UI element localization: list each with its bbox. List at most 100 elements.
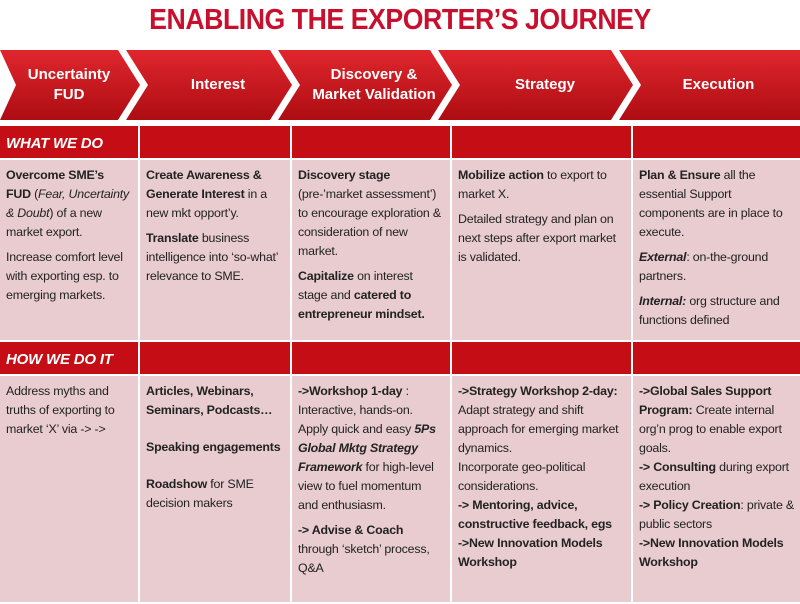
text-run: ->New Innovation Models Workshop	[639, 536, 784, 569]
text-run: (	[30, 187, 39, 201]
text-run: -> Advise & Coach	[298, 523, 404, 537]
chevron-shape-1	[126, 50, 292, 120]
text-run: : private & public sectors	[639, 498, 794, 531]
text-run: Incorporate geo-political considerations…	[458, 460, 586, 493]
table-cell: Discovery stage (pre-’market assessment’…	[292, 160, 452, 342]
cell-paragraph: Mobilize action to export to market X.	[458, 166, 625, 204]
text-run: Speaking engagements	[146, 440, 281, 454]
text-run: Articles, Webinars, Seminars, Podcasts…	[146, 384, 273, 417]
text-run: all the essential Support components are…	[639, 168, 783, 239]
table-cell: Create Awareness & Generate Interest in …	[140, 160, 292, 342]
text-run: Plan & Ensure	[639, 168, 721, 182]
text-run: ->Workshop 1-day	[298, 384, 403, 398]
cell-paragraph: Roadshow for SME decision makers	[146, 475, 284, 513]
text-run: Overcome SME’s FUD	[6, 168, 104, 201]
text-run: : Interactive, hands-on. Apply quick and…	[298, 384, 415, 436]
stage-label: Strategy	[514, 76, 576, 93]
text-run: during export execution	[639, 460, 789, 493]
text-run: for SME decision makers	[146, 477, 254, 510]
header-cell	[140, 342, 292, 376]
text-run: Adapt strategy and shift approach for em…	[458, 403, 619, 455]
text-run: in a new mkt opport’y.	[146, 187, 267, 220]
cell-paragraph: Address myths and truths of exporting to…	[6, 382, 132, 439]
header-cell	[633, 126, 800, 160]
text-run: -> Mentoring, advice, constructive feedb…	[458, 498, 612, 531]
text-run: to export to market X.	[458, 168, 607, 201]
chevron-band	[0, 50, 800, 120]
text-run: 5Ps Global Mktg Strategy Framework	[298, 422, 436, 474]
header-cell	[140, 126, 292, 160]
text-run: Internal:	[639, 294, 687, 308]
stage-label: Discovery &	[330, 66, 418, 83]
header-cell	[633, 342, 800, 376]
chevron-shape-3	[438, 50, 633, 120]
cell-paragraph	[146, 426, 284, 432]
text-run: -> Policy Creation	[639, 498, 741, 512]
text-run: ->New Innovation Models Workshop	[458, 536, 603, 569]
stage-interest: Interest	[148, 50, 288, 120]
table-cell: Overcome SME’s FUD (Fear, Uncertainty & …	[0, 160, 140, 342]
chevron-shape-2	[278, 50, 452, 120]
text-run: catered to entrepreneur mindset.	[298, 288, 425, 321]
text-run: Create internal org’n prog to enable exp…	[639, 403, 782, 455]
header-cell	[292, 342, 452, 376]
cell-paragraph: Capitalize on interest stage and catered…	[298, 267, 444, 324]
table-cell: ->Global Sales Support Program: Create i…	[633, 376, 800, 604]
table-cell: Mobilize action to export to market X. De…	[452, 160, 633, 342]
text-run: Capitalize	[298, 269, 354, 283]
table-cell: Articles, Webinars, Seminars, Podcasts… …	[140, 376, 292, 604]
cell-paragraph: -> Advise & Coach through ‘sketch’ proce…	[298, 521, 444, 578]
cell-paragraph: Create Awareness & Generate Interest in …	[146, 166, 284, 223]
cell-paragraph: ->Global Sales Support Program: Create i…	[639, 382, 794, 458]
stage-label: Execution	[682, 76, 755, 93]
stage-label: Uncertainty	[27, 66, 111, 83]
text-run: External	[639, 250, 687, 264]
text-run: Translate	[146, 231, 199, 245]
chevron-shape-0	[0, 50, 140, 120]
how-we-do-it-row: Address myths and truths of exporting to…	[0, 376, 800, 604]
table-cell: Address myths and truths of exporting to…	[0, 376, 140, 604]
cell-paragraph: -> Policy Creation: private & public sec…	[639, 496, 794, 534]
cell-paragraph: -> Consulting during export execution	[639, 458, 794, 496]
stage-label: Interest	[190, 76, 246, 93]
cell-paragraph: Discovery stage (pre-’market assessment’…	[298, 166, 444, 261]
text-run: on interest stage and	[298, 269, 413, 302]
cell-paragraph: ->New Innovation Models Workshop	[458, 534, 625, 572]
cell-paragraph: Speaking engagements	[146, 438, 284, 457]
page-title: ENABLING THE EXPORTER’S JOURNEY	[149, 4, 651, 36]
text-run: Increase comfort level with exporting es…	[6, 250, 123, 302]
text-run: : on-the-ground partners.	[639, 250, 769, 283]
header-cell	[292, 126, 452, 160]
cell-paragraph: -> Mentoring, advice, constructive feedb…	[458, 496, 625, 534]
cell-paragraph: ->New Innovation Models Workshop	[639, 534, 794, 572]
cell-paragraph: Plan & Ensure all the essential Support …	[639, 166, 794, 242]
text-run: (pre-’market assessment’) to encourage e…	[298, 187, 441, 258]
stage-execution: Execution	[641, 50, 796, 120]
text-run: business intelligence into ‘so-what’ rel…	[146, 231, 278, 283]
table-cell: ->Strategy Workshop 2-day: Adapt strateg…	[452, 376, 633, 604]
cell-paragraph: ->Workshop 1-day : Interactive, hands-on…	[298, 382, 444, 515]
text-run: Roadshow	[146, 477, 208, 491]
cell-paragraph: External: on-the-ground partners.	[639, 248, 794, 286]
cell-paragraph	[146, 463, 284, 469]
cell-paragraph: Translate business intelligence into ‘so…	[146, 229, 284, 286]
cell-paragraph: Articles, Webinars, Seminars, Podcasts…	[146, 382, 284, 420]
journey-table: WHAT WE DO Overcome SME’s FUD (Fear, Unc…	[0, 126, 800, 604]
text-run: ) of a new market export.	[6, 206, 102, 239]
header-cell	[452, 342, 633, 376]
cell-paragraph: Detailed strategy and plan on next steps…	[458, 210, 625, 267]
text-run: ->Global Sales Support Program:	[639, 384, 772, 417]
stage-strategy: Strategy	[460, 50, 630, 120]
chevron-shape-4	[619, 50, 800, 120]
text-run: Discovery stage	[298, 168, 391, 182]
cell-paragraph: Overcome SME’s FUD (Fear, Uncertainty & …	[6, 166, 132, 242]
section-title: WHAT WE DO	[0, 126, 140, 160]
text-run: Address myths and truths of exporting to…	[6, 384, 115, 436]
table-cell: Plan & Ensure all the essential Support …	[633, 160, 800, 342]
stage-sublabel: FUD	[53, 86, 85, 103]
text-run: ->Strategy Workshop 2-day:	[458, 384, 618, 398]
cell-paragraph: ->Strategy Workshop 2-day: Adapt strateg…	[458, 382, 625, 458]
section-header-what: WHAT WE DO	[0, 126, 800, 160]
text-run: Create Awareness & Generate Interest	[146, 168, 262, 201]
